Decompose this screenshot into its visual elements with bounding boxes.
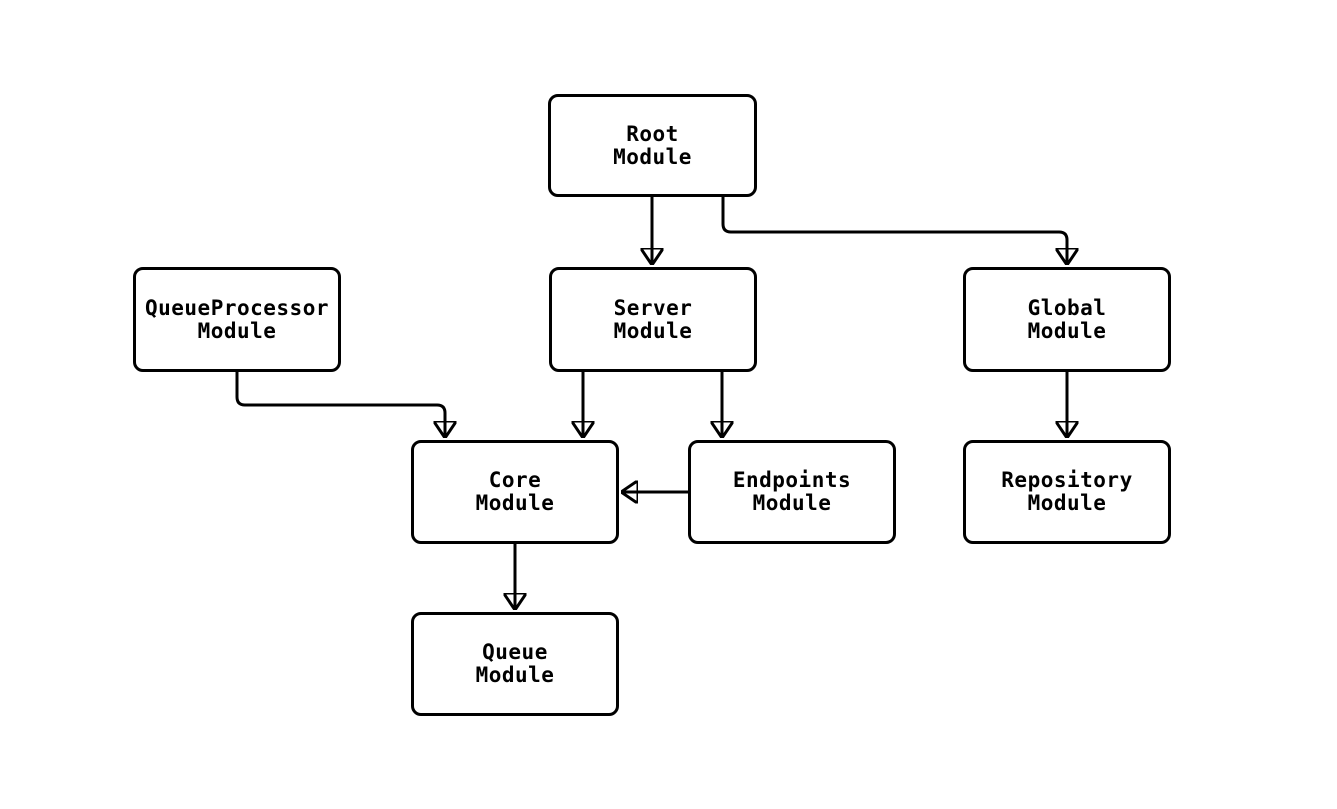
node-queue-module: Queue Module — [411, 612, 619, 716]
node-queueprocessor-module: QueueProcessor Module — [133, 267, 341, 372]
node-core-module-label: Core Module — [475, 468, 555, 515]
edge-queueprocessor-to-core — [235, 372, 445, 437]
node-root-module: Root Module — [548, 94, 757, 197]
node-server-module-label: Server Module — [613, 295, 693, 343]
node-global-module: Global Module — [963, 267, 1171, 372]
node-global-module-label: Global Module — [1027, 295, 1107, 343]
edge-root-to-global — [721, 197, 1067, 264]
node-repository-module: Repository Module — [963, 440, 1171, 544]
node-repository-module-label: Repository Module — [1001, 468, 1133, 515]
node-queueprocessor-module-label: QueueProcessor Module — [144, 295, 329, 343]
node-endpoints-module: Endpoints Module — [688, 440, 896, 544]
node-endpoints-module-label: Endpoints Module — [732, 468, 852, 515]
node-queue-module-label: Queue Module — [475, 640, 555, 687]
node-core-module: Core Module — [411, 440, 619, 544]
node-server-module: Server Module — [549, 267, 757, 372]
node-root-module-label: Root Module — [613, 121, 692, 169]
